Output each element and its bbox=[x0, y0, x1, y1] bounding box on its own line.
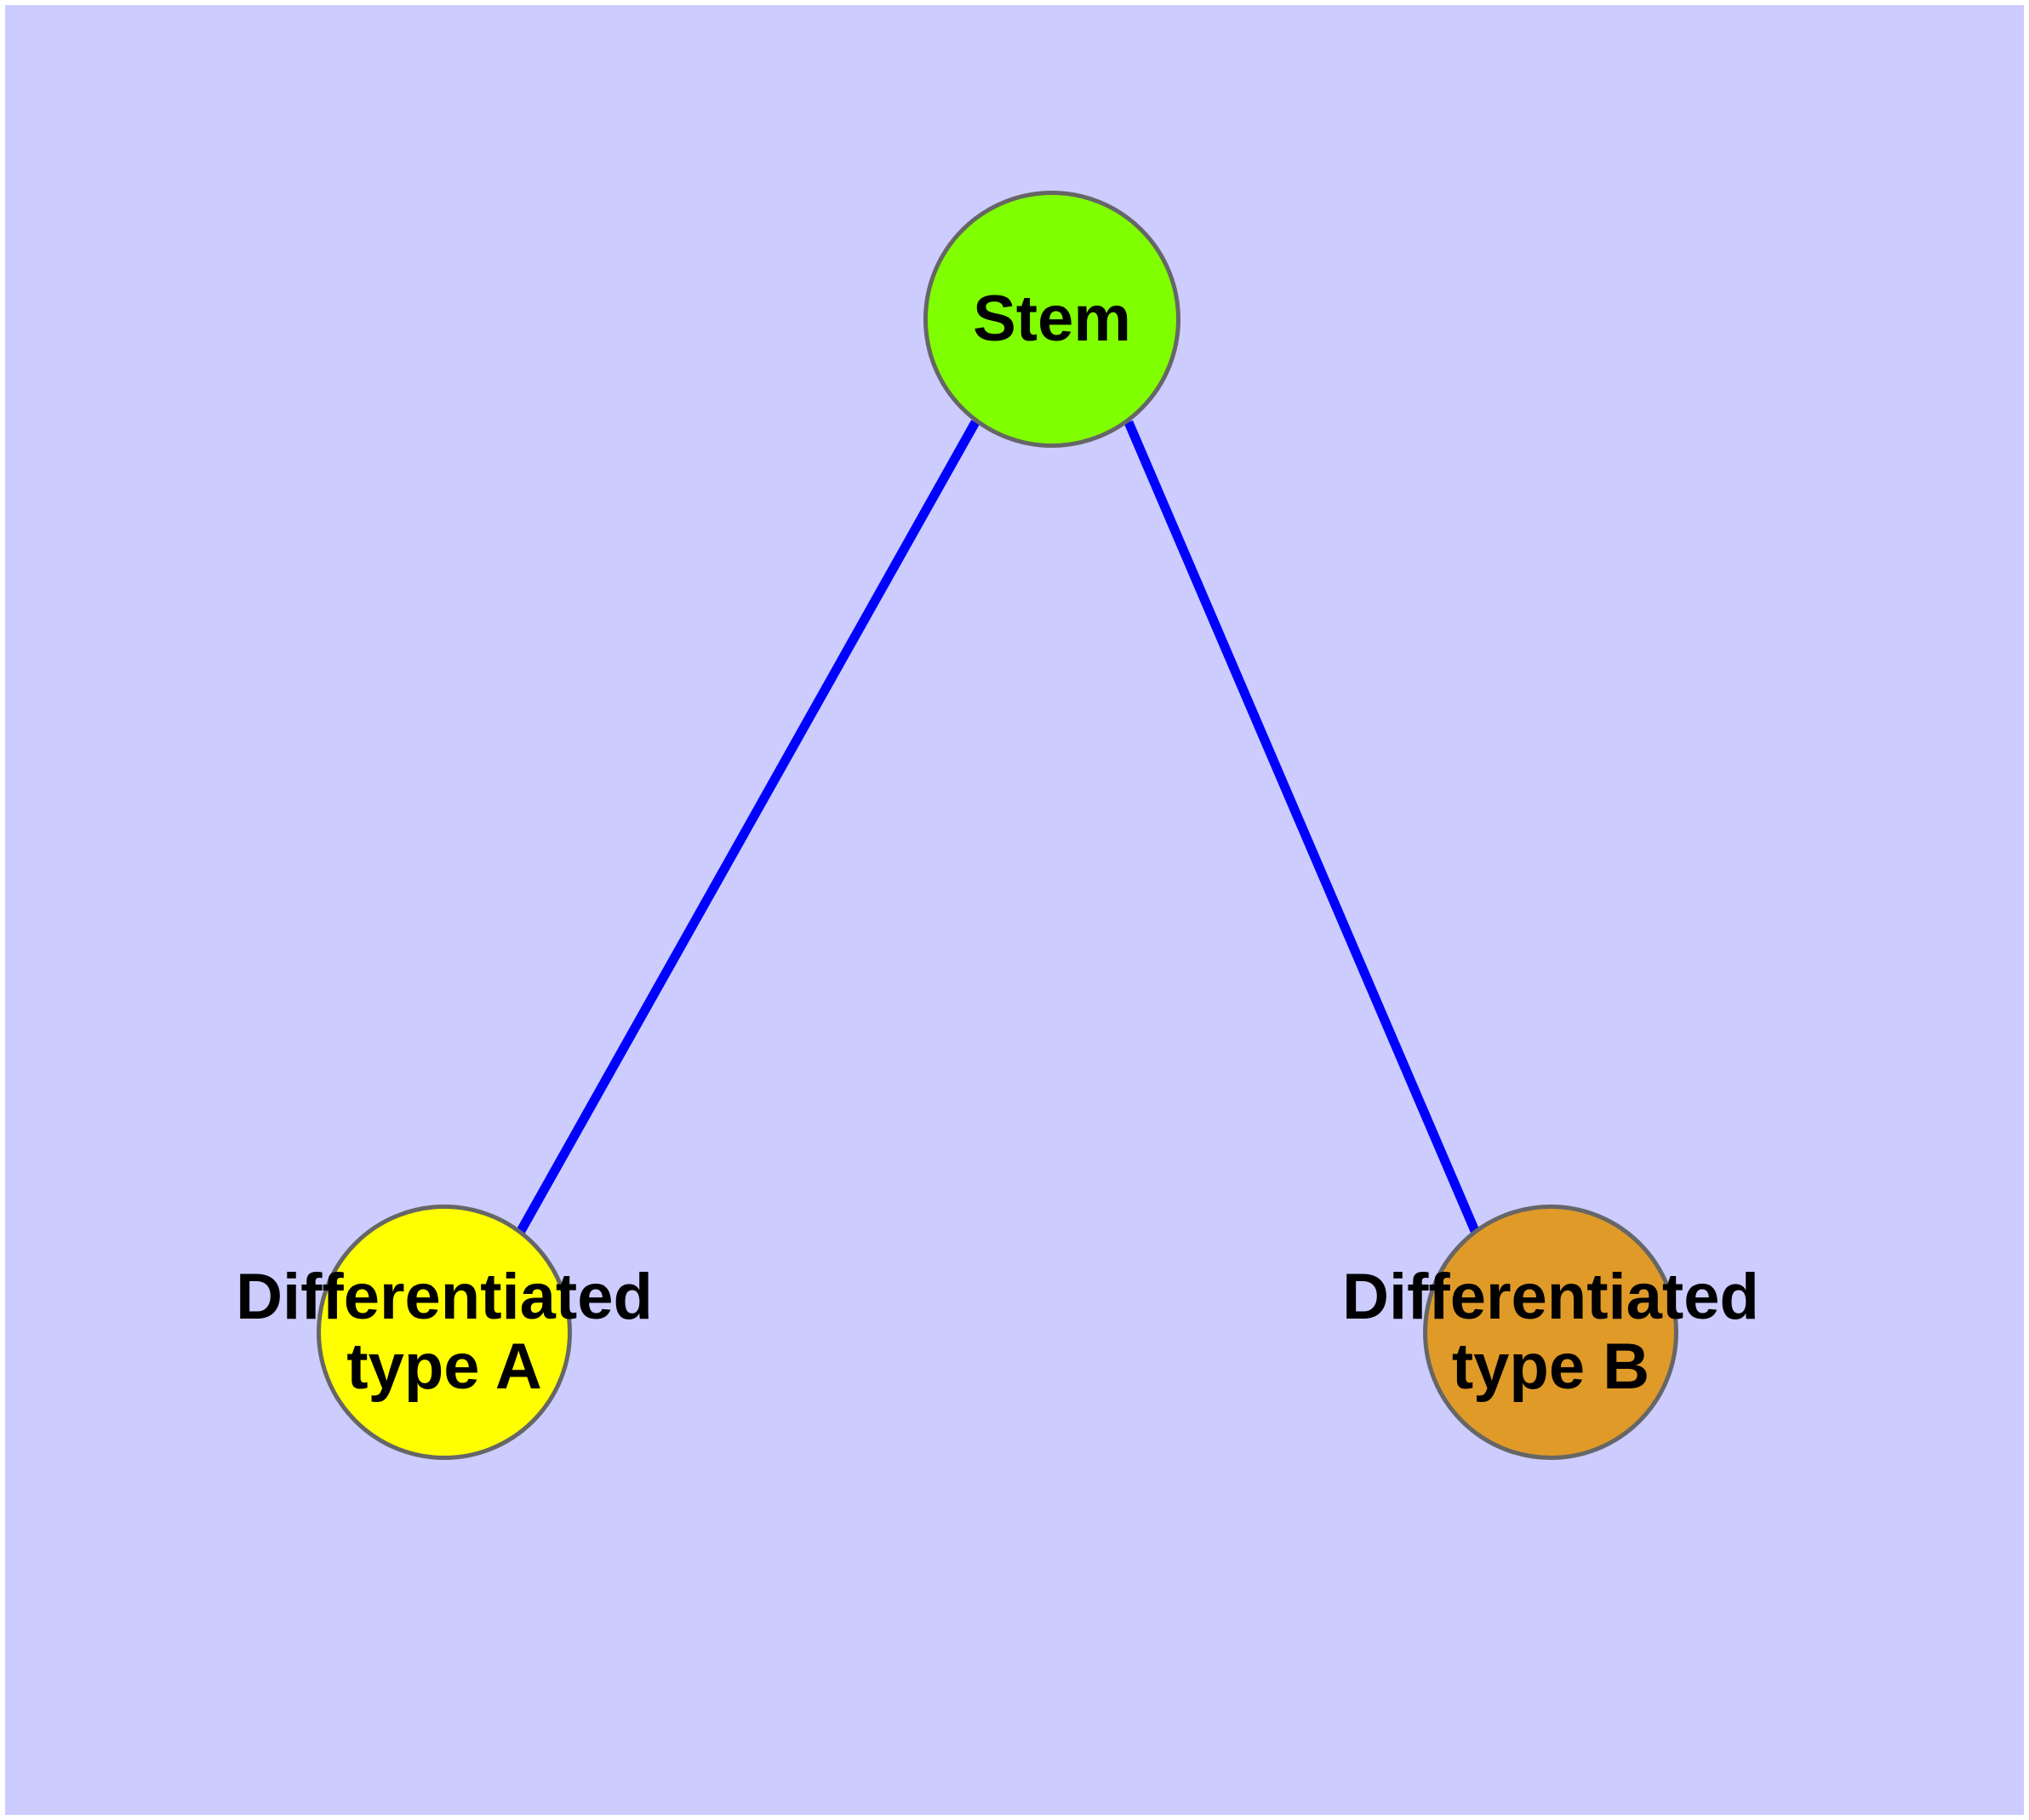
node-layer: Stem Differentiated type A Differentiate… bbox=[5, 5, 2024, 1815]
node-differentiated-type-a-label-line-2: type A bbox=[346, 1331, 542, 1403]
node-stem[interactable]: Stem bbox=[923, 191, 1180, 448]
node-differentiated-type-b-label-line-1: Differentiated bbox=[1342, 1260, 1759, 1333]
edge-stem-to-differentiated-type-b bbox=[1123, 420, 1480, 1233]
graph-plot-area: Stem Differentiated type A Differentiate… bbox=[5, 5, 2024, 1815]
node-differentiated-type-a[interactable]: Differentiated type A bbox=[236, 1205, 653, 1460]
node-stem-label-line-1: Stem bbox=[973, 282, 1131, 355]
node-differentiated-type-b-label-line-2: type B bbox=[1451, 1331, 1650, 1403]
node-stem-label: Stem bbox=[973, 282, 1131, 355]
node-differentiated-type-b[interactable]: Differentiated type B bbox=[1342, 1205, 1759, 1460]
edge-stem-to-differentiated-type-a bbox=[517, 420, 980, 1233]
node-differentiated-type-b-label: Differentiated type B bbox=[1342, 1262, 1759, 1402]
node-differentiated-type-a-label: Differentiated type A bbox=[236, 1262, 653, 1402]
edge-layer bbox=[517, 420, 1480, 1233]
node-differentiated-type-a-label-line-1: Differentiated bbox=[236, 1260, 653, 1333]
